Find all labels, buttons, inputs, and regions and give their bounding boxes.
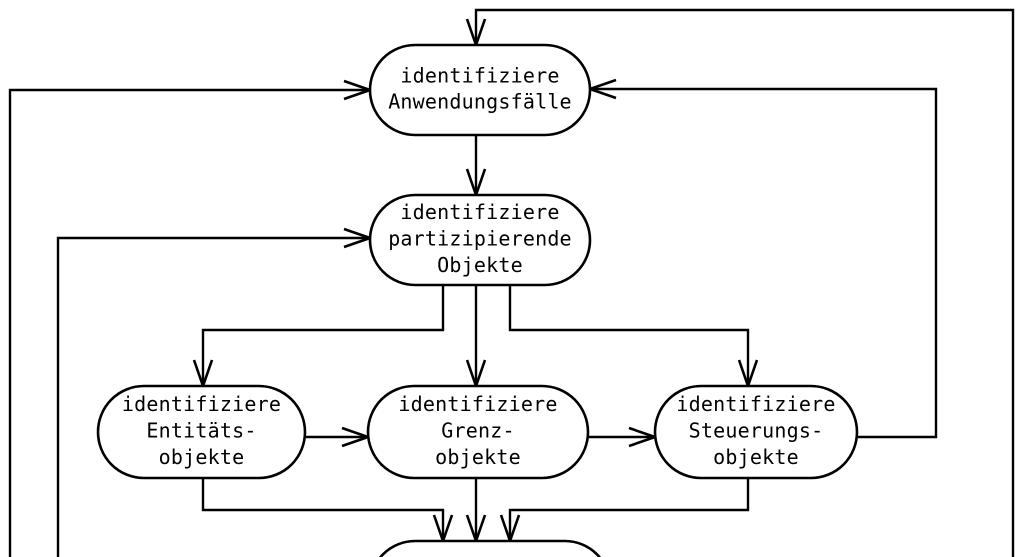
connector-partizipierende-to-steuerungsobjekte-line — [508, 285, 750, 386]
identifiziere-partizipierende-objekte-shape[interactable] — [368, 193, 592, 287]
identifiziere-entitaetsobjekte-shape[interactable] — [96, 384, 307, 480]
connector-left-loop-into-partizipierende-line — [56, 236, 370, 557]
identifiziere-partizipierende-objekte-label-line-1: identifiziere — [400, 200, 559, 224]
connector-right-loop-into-anwendungsfaelle-line — [590, 87, 938, 439]
identifiziere-grenzobjekte-label-line-3: objekte — [435, 445, 521, 469]
connector-partizipierende-to-entitaetsobjekte-line — [201, 285, 445, 386]
connector-steuerungsobjekte-to-bottom-node-line — [508, 478, 750, 541]
connector-top-loop-into-anwendungsfaelle-line — [474, 8, 1015, 557]
identifiziere-grenzobjekte-label-line-1: identifiziere — [398, 392, 557, 416]
identifiziere-entitaetsobjekte-label-line-2: Entitäts- — [146, 419, 256, 443]
connector-entitaetsobjekte-to-grenzobjekte-arrowhead — [341, 426, 369, 448]
connector-partizipierende-to-steuerungsobjekte-arrowhead — [737, 359, 759, 387]
connector-entitaetsobjekte-to-bottom-node-line — [201, 478, 445, 541]
connector-partizipierende-to-grenzobjekte — [465, 285, 487, 387]
connector-entitaetsobjekte-to-bottom-node-arrowhead — [432, 514, 454, 542]
identifiziere-steuerungsobjekte-label-line-3: objekte — [713, 445, 799, 469]
connector-right-loop-into-anwendungsfaelle — [589, 78, 938, 439]
connector-right-loop-into-anwendungsfaelle-arrowhead — [589, 78, 617, 100]
connector-anwendungsfaelle-to-partizipierende — [465, 135, 487, 196]
connector-top-loop-into-anwendungsfaelle — [465, 8, 1015, 557]
identifiziere-partizipierende-objekte-label-line-3: Objekte — [437, 253, 523, 277]
nodes-layer: identifiziereAnwendungsfälleidentifizier… — [96, 43, 859, 557]
connector-steuerungsobjekte-to-bottom-node-arrowhead — [499, 514, 521, 542]
connector-steuerungsobjekte-to-bottom-node — [499, 478, 750, 542]
connector-grenzobjekte-to-bottom-node-arrowhead — [465, 514, 487, 542]
identifiziere-grenzobjekte-shape[interactable] — [366, 384, 590, 480]
identifiziere-entitaetsobjekte-label-line-1: identifiziere — [122, 392, 281, 416]
connector-left-loop-into-partizipierende — [56, 227, 371, 557]
connectors-layer — [8, 8, 1015, 557]
connector-partizipierende-to-grenzobjekte-arrowhead — [465, 359, 487, 387]
identifiziere-steuerungsobjekte-shape[interactable] — [653, 384, 859, 480]
identifiziere-grenzobjekte-label-line-2: Grenz- — [441, 419, 514, 443]
connector-partizipierende-to-entitaetsobjekte — [192, 285, 445, 387]
connector-anwendungsfaelle-to-partizipierende-arrowhead — [465, 168, 487, 196]
node-bottom-node-clipped[interactable] — [370, 539, 610, 557]
connector-grenzobjekte-to-steuerungsobjekte-arrowhead — [628, 426, 656, 448]
identifiziere-partizipierende-objekte-label-line-2: partizipierende — [388, 227, 572, 251]
identifiziere-anwendungsfaelle-shape[interactable] — [368, 43, 592, 137]
connector-top-loop-into-anwendungsfaelle-arrowhead — [465, 18, 487, 46]
identifiziere-steuerungsobjekte-label-line-2: Steuerungs- — [689, 419, 824, 443]
connector-partizipierende-to-steuerungsobjekte — [508, 285, 759, 387]
identifiziere-steuerungsobjekte-label-line-1: identifiziere — [676, 392, 835, 416]
bottom-node-clipped-shape[interactable] — [370, 539, 610, 557]
connector-entitaetsobjekte-to-grenzobjekte — [305, 426, 369, 448]
identifiziere-anwendungsfaelle-label-line-1: identifiziere — [400, 63, 559, 87]
connector-left-loop-into-anwendungsfaelle — [8, 79, 371, 557]
identifiziere-anwendungsfaelle-label-line-2: Anwendungsfälle — [388, 90, 572, 114]
connector-left-loop-into-anwendungsfaelle-line — [8, 88, 370, 557]
identifiziere-entitaetsobjekte-label-line-3: objekte — [159, 445, 245, 469]
connector-left-loop-into-partizipierende-arrowhead — [343, 227, 371, 249]
connector-entitaetsobjekte-to-bottom-node — [201, 478, 454, 542]
connector-left-loop-into-anwendungsfaelle-arrowhead — [343, 79, 371, 101]
connector-grenzobjekte-to-steuerungsobjekte — [588, 426, 656, 448]
connector-grenzobjekte-to-bottom-node — [465, 478, 487, 542]
connector-partizipierende-to-entitaetsobjekte-arrowhead — [192, 359, 214, 387]
